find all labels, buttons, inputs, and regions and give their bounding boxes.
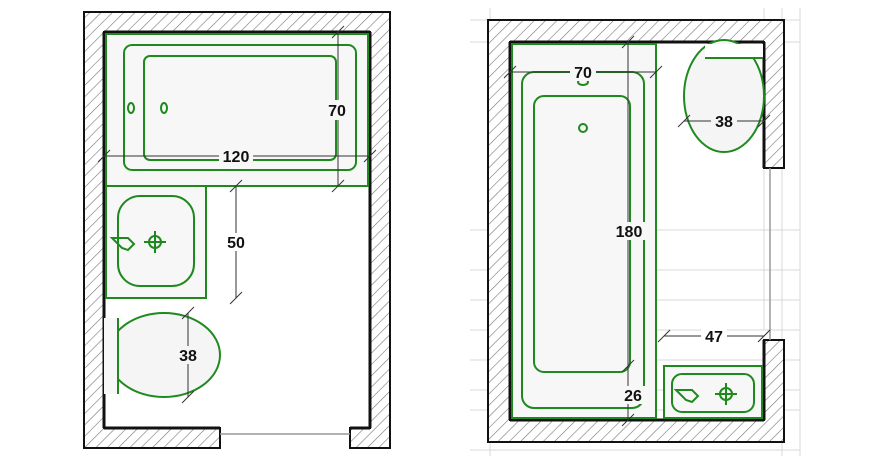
right-toilet <box>683 39 765 153</box>
left-dimensions: 70 120 50 38 <box>97 25 377 404</box>
right-sink-tap-icon <box>673 389 700 404</box>
right-drain-icon <box>578 123 588 133</box>
left-faucet-icon <box>127 102 135 114</box>
right-toilet-width-label: 38 <box>715 114 733 131</box>
right-sink <box>663 365 763 419</box>
left-sink <box>105 185 207 299</box>
left-sink-clearance-label: 50 <box>227 235 245 252</box>
right-plan: 70 180 38 47 26 <box>470 8 801 456</box>
left-bathtub-width-label: 70 <box>328 103 346 120</box>
left-toilet-width-label: 38 <box>179 348 197 365</box>
left-drain-icon <box>160 102 168 114</box>
right-sink-gap-label: 26 <box>624 388 642 405</box>
left-sink-tap-icon <box>109 237 136 252</box>
right-bathtub-width-label: 70 <box>574 65 592 82</box>
right-dimensions: 70 180 38 47 26 <box>503 35 771 427</box>
right-door-width-label: 47 <box>705 329 723 346</box>
left-bathtub-length-label: 120 <box>223 149 250 166</box>
left-plan: 70 120 50 38 <box>83 11 391 449</box>
left-walls <box>83 11 391 449</box>
right-bathtub-length-label: 180 <box>616 224 643 241</box>
left-toilet <box>104 312 221 398</box>
